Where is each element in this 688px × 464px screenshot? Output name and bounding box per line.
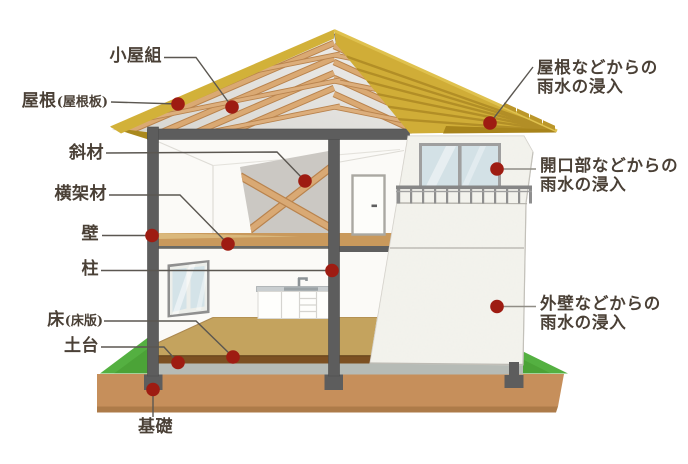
leader-yuka [104, 320, 234, 358]
label-pillar: 柱 [81, 259, 99, 279]
roof-board-left [110, 29, 334, 134]
roof-shingle-rows [346, 55, 557, 132]
dot-kabe [145, 228, 159, 243]
sink [284, 287, 318, 291]
diagonal-braces [240, 158, 334, 236]
label-horizontal-member: 横架材 [54, 184, 107, 204]
gable-shingle-steps [504, 102, 555, 131]
dot-dodai [171, 355, 185, 370]
foundation-sill [150, 355, 372, 364]
label-roof-framing: 小屋組 [109, 46, 162, 66]
leader-rain-roof [489, 66, 534, 124]
label-rain-opening: 開口部などからの 雨水の浸入 [540, 156, 679, 195]
label-diagonal-member: 斜材 [69, 143, 104, 163]
dot-shazai [298, 174, 312, 188]
leader-yane [110, 101, 179, 105]
leader-oukazai [109, 194, 229, 245]
roof-framing-section [110, 29, 412, 140]
ridge-edge [333, 29, 558, 133]
leader-shazai [105, 151, 306, 182]
window-second-floor [419, 143, 501, 189]
dot-oukazai [221, 237, 235, 251]
balcony-railing [396, 185, 532, 204]
door [351, 174, 386, 236]
dot-rain-opening [490, 162, 504, 176]
dot-hashira [325, 263, 339, 278]
faucet [297, 277, 308, 287]
label-foundation: 基礎 [138, 417, 173, 437]
label-floor: 床(床版) [47, 310, 103, 330]
footing-center [324, 374, 343, 390]
first-floor-surface [150, 317, 377, 356]
label-sill: 土台 [64, 336, 99, 356]
eave-soffit [443, 126, 556, 134]
right-post [504, 362, 524, 388]
grass-right [518, 349, 568, 374]
dot-rain-roof [483, 116, 497, 130]
dot-rain-exterior-wall [490, 299, 504, 314]
leader-dodai [101, 346, 179, 363]
dot-kiso [146, 382, 160, 397]
label-rain-exterior-wall: 外壁などからの 雨水の浸入 [540, 294, 662, 333]
footing-right [504, 375, 524, 388]
label-rain-roof: 屋根などからの 雨水の浸入 [537, 58, 659, 97]
grass-left [100, 336, 150, 374]
ground [97, 374, 564, 413]
label-roof-board: 屋根(屋根板) [21, 91, 108, 111]
window-first-floor [167, 260, 210, 318]
kitchen-counter [256, 277, 334, 319]
label-wall: 壁 [81, 224, 99, 244]
dot-koyagumi [225, 100, 239, 114]
top-beam [147, 128, 410, 140]
marker-dots [145, 97, 504, 397]
dot-yane [171, 97, 185, 111]
leader-koyagumi [164, 56, 233, 108]
door-handle [371, 204, 377, 208]
dot-yuka [226, 350, 240, 364]
cabinet [257, 291, 333, 319]
railing-top-rail [396, 185, 532, 190]
first-floor-interior [150, 260, 377, 364]
balcony-floor-edge [396, 202, 528, 205]
